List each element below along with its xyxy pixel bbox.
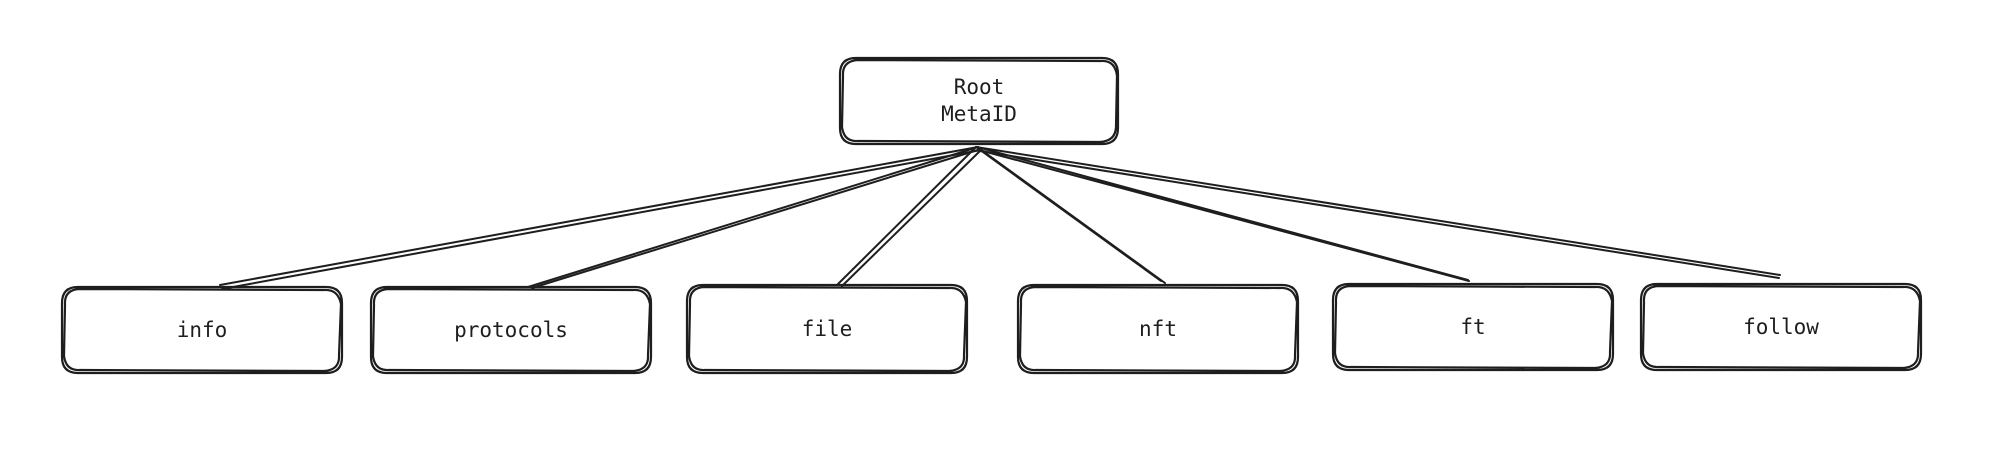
protocols-node-label: protocols — [454, 317, 568, 342]
info-node-box — [60, 285, 344, 375]
edge-root-info — [219, 146, 982, 290]
root-node-box — [838, 56, 1120, 146]
nft-node: nft — [1018, 285, 1298, 373]
edge-root-protocols — [527, 146, 982, 289]
follow-node-box — [1639, 282, 1923, 372]
nft-node-label: nft — [1139, 316, 1177, 341]
nft-node-box — [1016, 283, 1300, 375]
follow-node-label: follow — [1743, 314, 1819, 339]
file-node-box — [685, 283, 969, 375]
edge-root-ft — [976, 146, 1470, 282]
root-node-subtitle: MetaID — [941, 102, 1017, 126]
follow-node: follow — [1641, 284, 1921, 370]
edge-root-file — [837, 146, 982, 287]
protocols-node: protocols — [371, 287, 651, 373]
root-node-title: Root — [953, 75, 1005, 99]
root-node: Root MetaID — [840, 58, 1118, 144]
protocols-node-box — [369, 285, 653, 375]
boxes-layer — [60, 56, 1923, 375]
ft-node-label: ft — [1460, 314, 1486, 339]
edges-layer — [219, 146, 1781, 290]
edge-root-nft — [975, 146, 1166, 284]
info-node: info — [62, 287, 342, 373]
ft-node: ft — [1333, 284, 1613, 370]
file-node: file — [687, 285, 967, 373]
ft-node-box — [1331, 282, 1615, 372]
info-node-label: info — [176, 317, 228, 342]
file-node-label: file — [801, 316, 853, 341]
edge-root-follow — [975, 146, 1781, 279]
